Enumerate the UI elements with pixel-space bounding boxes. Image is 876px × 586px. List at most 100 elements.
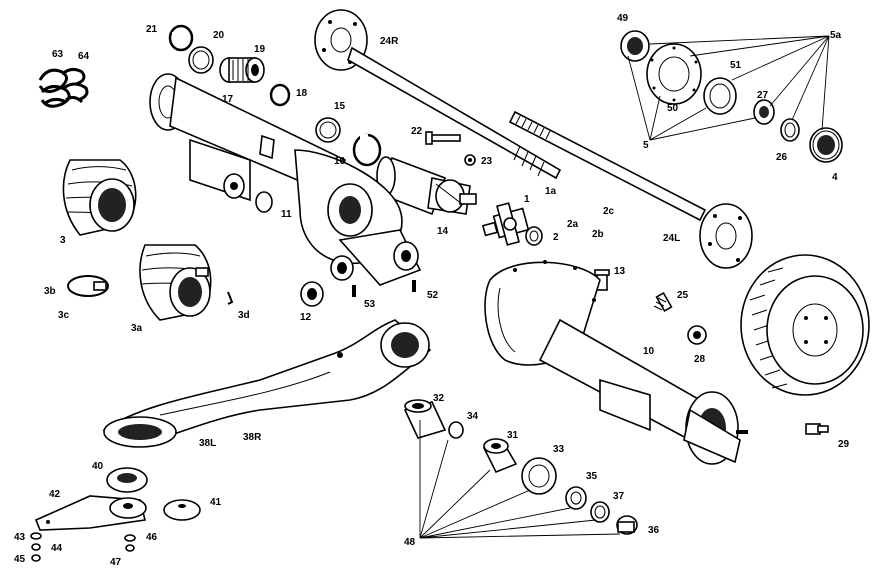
bolt-29 bbox=[805, 423, 829, 435]
bushing-31 bbox=[482, 438, 518, 474]
label-5: 5 bbox=[643, 140, 649, 151]
ring-26 bbox=[780, 118, 800, 142]
gasket-50 bbox=[646, 43, 702, 105]
label-3b: 3b bbox=[44, 286, 56, 297]
label-29: 29 bbox=[838, 439, 850, 450]
label-52: 52 bbox=[427, 290, 439, 301]
label-32: 32 bbox=[433, 393, 445, 404]
small-hardware-43-47 bbox=[30, 532, 136, 562]
label-19: 19 bbox=[254, 44, 266, 55]
label-40: 40 bbox=[92, 461, 104, 472]
label-17: 17 bbox=[222, 94, 234, 105]
label-47: 47 bbox=[110, 557, 122, 568]
label-23: 23 bbox=[481, 156, 493, 167]
label-2a: 2a bbox=[567, 219, 579, 230]
label-63: 63 bbox=[52, 49, 64, 60]
washer-34 bbox=[448, 421, 464, 439]
washer-15 bbox=[315, 117, 341, 143]
cap-36 bbox=[616, 515, 638, 535]
label-28: 28 bbox=[694, 354, 706, 365]
label-15: 15 bbox=[334, 101, 346, 112]
label-11: 11 bbox=[281, 209, 292, 220]
label-2c: 2c bbox=[603, 206, 615, 217]
label-44: 44 bbox=[51, 543, 63, 554]
coil-spring-64 bbox=[61, 67, 89, 104]
label-53: 53 bbox=[364, 299, 376, 310]
bolt-52 bbox=[412, 280, 416, 292]
part-labels: 63 64 21 20 19 17 18 15 16 24R 22 23 49 … bbox=[14, 13, 850, 568]
nut-28 bbox=[687, 325, 707, 345]
label-25: 25 bbox=[677, 290, 689, 301]
spacer-ring-51 bbox=[703, 77, 737, 115]
label-36: 36 bbox=[648, 525, 660, 536]
hose-clamp-3b bbox=[67, 275, 109, 297]
leader-lines-5 bbox=[627, 55, 756, 141]
label-24R: 24R bbox=[380, 36, 399, 47]
label-24L: 24L bbox=[663, 233, 680, 244]
seal-27 bbox=[753, 99, 775, 125]
label-12: 12 bbox=[300, 312, 312, 323]
bushing-12 bbox=[300, 281, 324, 307]
leader-lines-48 bbox=[419, 420, 621, 539]
label-4: 4 bbox=[832, 172, 838, 183]
cap-41 bbox=[163, 499, 201, 521]
label-26: 26 bbox=[776, 152, 788, 163]
label-42: 42 bbox=[49, 489, 61, 500]
label-20: 20 bbox=[213, 30, 225, 41]
clip-3d bbox=[227, 291, 234, 305]
washer-37 bbox=[590, 501, 610, 523]
label-2: 2 bbox=[553, 232, 559, 243]
label-35: 35 bbox=[586, 471, 598, 482]
label-46: 46 bbox=[146, 532, 158, 543]
label-14: 14 bbox=[437, 226, 449, 237]
brake-drum bbox=[740, 254, 870, 396]
label-21: 21 bbox=[146, 24, 158, 35]
washer-35 bbox=[565, 486, 587, 510]
label-64: 64 bbox=[78, 51, 90, 62]
label-41: 41 bbox=[210, 497, 222, 508]
label-3d: 3d bbox=[238, 310, 250, 321]
washer-33 bbox=[521, 457, 557, 495]
label-16: 16 bbox=[334, 156, 346, 167]
oil-seal-49 bbox=[620, 30, 650, 62]
label-27: 27 bbox=[757, 90, 769, 101]
bearing-4 bbox=[809, 127, 843, 163]
circlip-16 bbox=[352, 133, 382, 167]
label-2b: 2b bbox=[592, 229, 604, 240]
bolt-22 bbox=[425, 131, 461, 145]
circlip-18 bbox=[269, 83, 291, 107]
label-45: 45 bbox=[14, 554, 26, 565]
nut-23 bbox=[464, 154, 476, 166]
circlip-21 bbox=[168, 24, 194, 52]
bolt-53 bbox=[352, 285, 356, 297]
label-49: 49 bbox=[617, 13, 629, 24]
washer-20 bbox=[188, 46, 214, 74]
uj-spider-1 bbox=[481, 202, 530, 246]
bushing-mount bbox=[330, 255, 354, 281]
boot-3 bbox=[62, 159, 137, 236]
trailing-arm-38 bbox=[102, 319, 432, 448]
label-1a: 1a bbox=[545, 186, 557, 197]
label-33: 33 bbox=[553, 444, 565, 455]
stud-25 bbox=[653, 291, 673, 313]
label-34: 34 bbox=[467, 411, 479, 422]
bracket-42 bbox=[34, 495, 147, 531]
leader-lines-5a bbox=[649, 35, 830, 131]
label-51: 51 bbox=[730, 60, 742, 71]
bearing-cap-2 bbox=[525, 226, 543, 246]
label-13: 13 bbox=[614, 266, 626, 277]
splined-sleeve-19 bbox=[219, 57, 265, 83]
label-37: 37 bbox=[613, 491, 625, 502]
label-18: 18 bbox=[296, 88, 308, 99]
label-5a: 5a bbox=[830, 30, 842, 41]
label-48: 48 bbox=[404, 537, 416, 548]
axle-shaft-24R bbox=[314, 9, 562, 180]
label-3c: 3c bbox=[58, 310, 70, 321]
drive-shaft-14 bbox=[376, 156, 477, 216]
label-3: 3 bbox=[60, 235, 66, 246]
label-31: 31 bbox=[507, 430, 519, 441]
axle-shaft-24L bbox=[508, 110, 753, 269]
bushing-32 bbox=[403, 399, 447, 439]
label-43: 43 bbox=[14, 532, 26, 543]
